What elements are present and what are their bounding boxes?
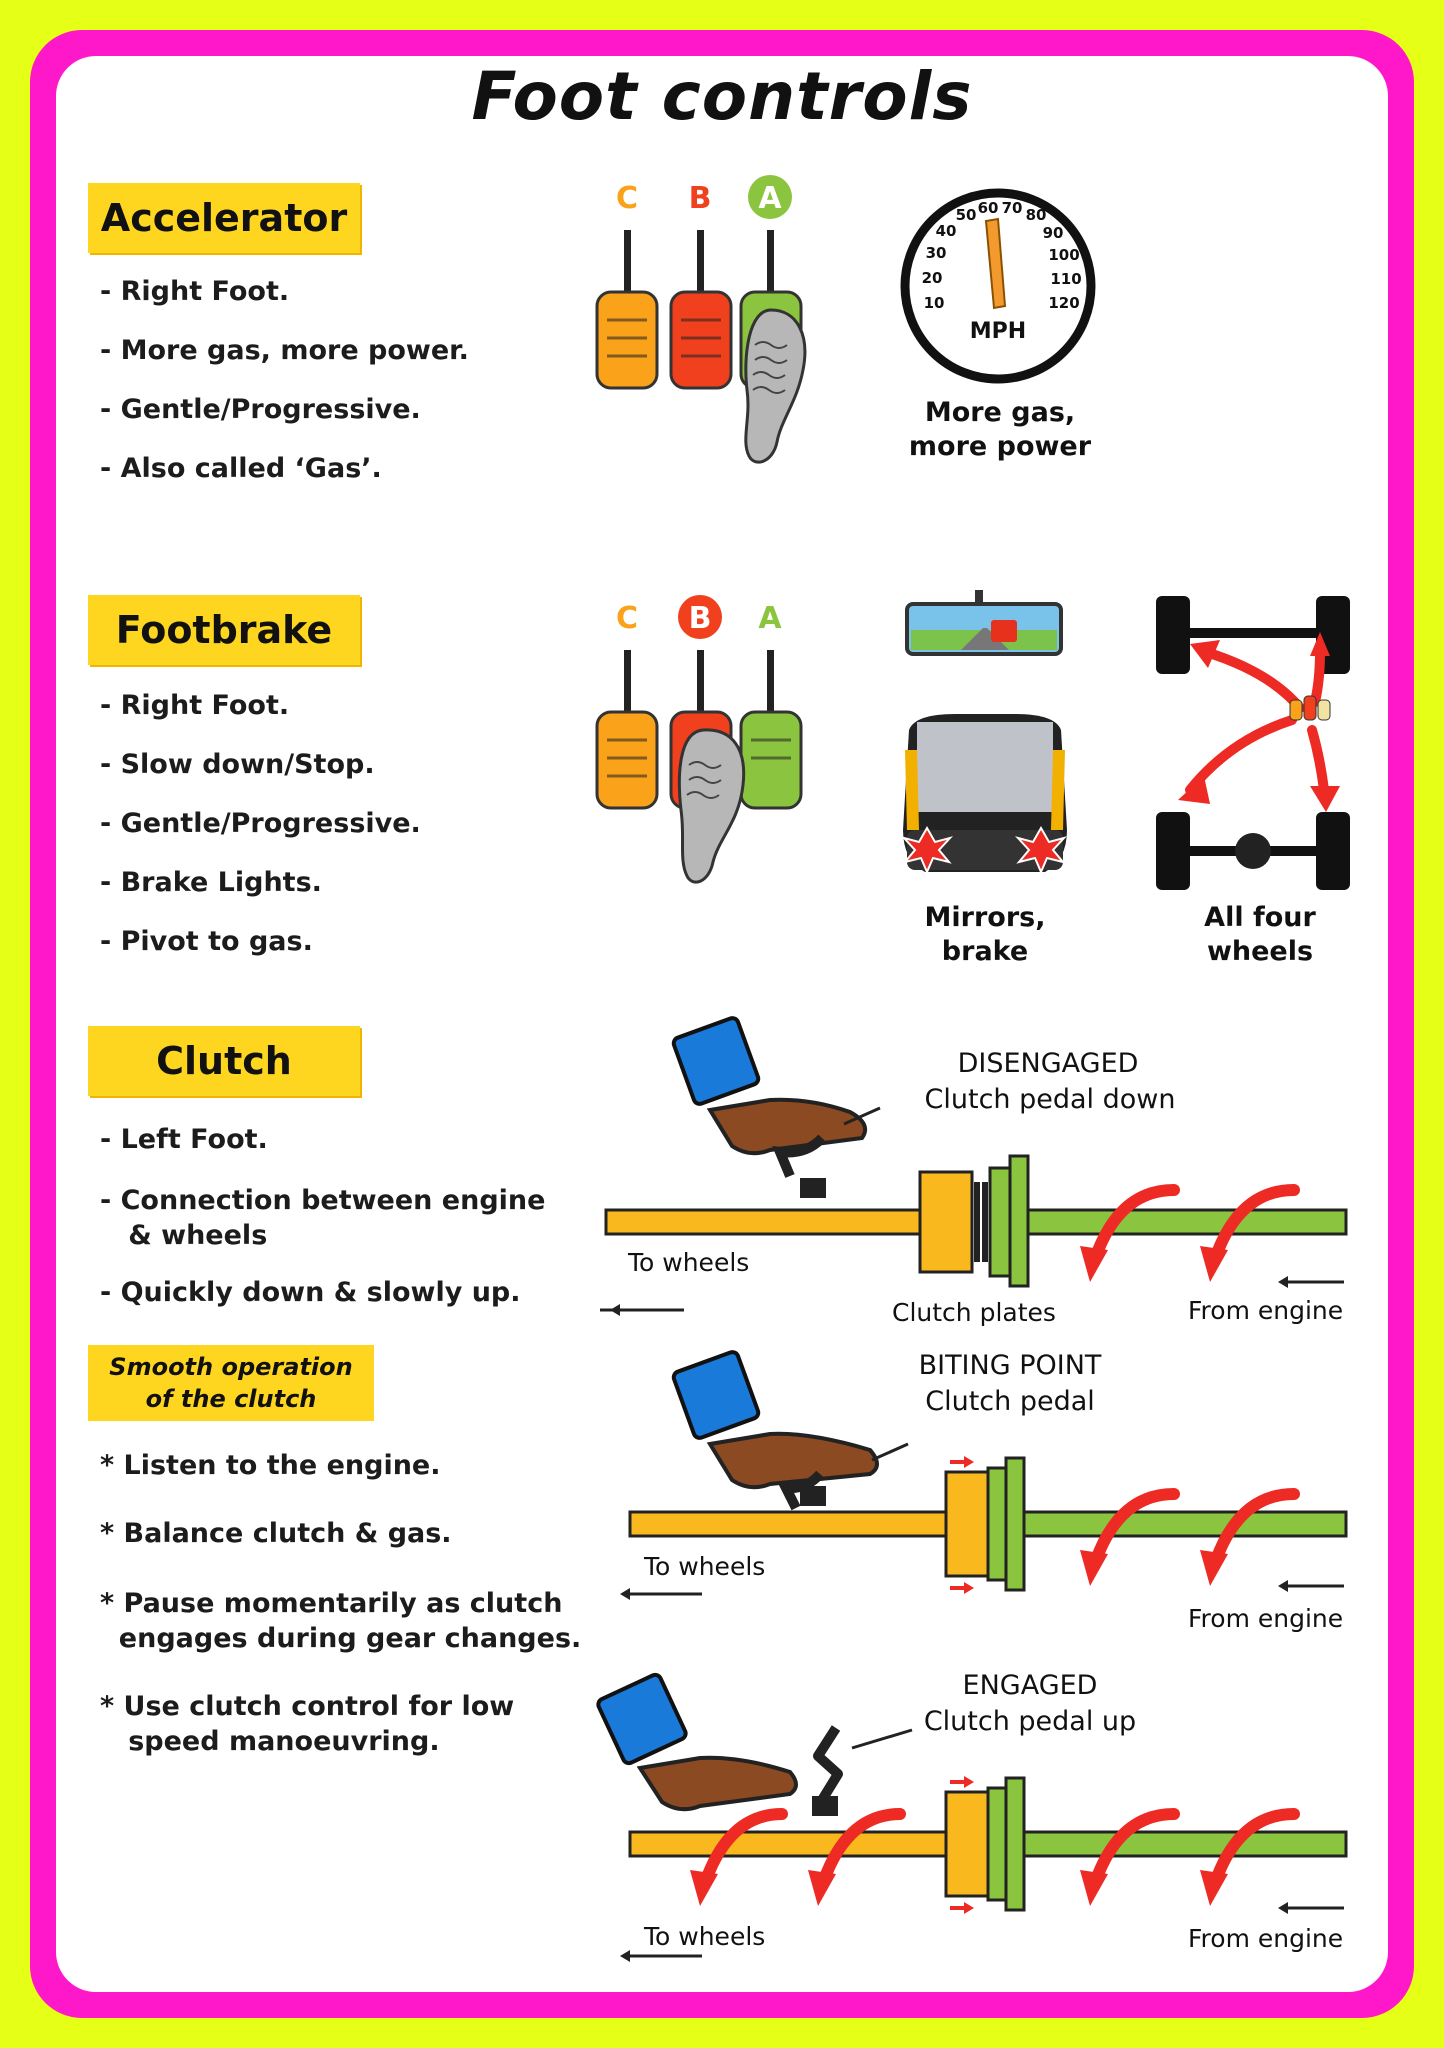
- from-engine-label: From engine: [1188, 1924, 1344, 1953]
- rear-view-mirror-icon: [905, 590, 1063, 656]
- page-title: Foot controls: [471, 58, 973, 135]
- speedo-num: 100: [1048, 246, 1079, 264]
- clutch-plates-label: Clutch plates: [892, 1298, 1056, 1327]
- accelerator-bullet: - More gas, more power.: [100, 335, 469, 366]
- smooth-bullet: * Use clutch control for low speed manoe…: [100, 1691, 515, 1757]
- clutch-heading-text: Clutch: [156, 1039, 292, 1083]
- speedometer-icon: 10 20 30 40 50 60 70 80 90 100 110 120 M…: [900, 188, 1096, 384]
- speedo-unit: MPH: [970, 319, 1026, 344]
- pedal-letter-b: B: [689, 601, 712, 636]
- footbrake-bullet: - Brake Lights.: [100, 867, 322, 898]
- footbrake-bullets: - Right Foot. - Slow down/Stop. - Gentle…: [100, 690, 421, 985]
- footbrake-bullet: - Pivot to gas.: [100, 926, 313, 957]
- speedo-num: 90: [1043, 224, 1064, 242]
- speedo-num: 110: [1050, 270, 1081, 288]
- speedo-num: 10: [924, 294, 945, 312]
- clutch-bullet: - Quickly down & slowly up.: [100, 1277, 521, 1308]
- car-rear-brake-lights-icon: [900, 714, 1068, 875]
- engaged-sub: Clutch pedal up: [923, 1706, 1137, 1737]
- mirrors-brake-caption: Mirrors, brake: [924, 902, 1046, 967]
- smooth-operation-bullets: * Listen to the engine. * Balance clutch…: [100, 1450, 581, 1769]
- to-wheels-label: To wheels: [644, 1552, 766, 1581]
- clutch-heading: Clutch: [88, 1026, 360, 1096]
- footbrake-bullet: - Gentle/Progressive.: [100, 808, 421, 839]
- speedo-num: 60: [978, 199, 999, 217]
- speedo-num: 120: [1048, 294, 1079, 312]
- to-wheels-label: To wheels: [644, 1922, 766, 1951]
- pedal-letter-b: B: [689, 181, 712, 216]
- speedo-num: 80: [1026, 206, 1047, 224]
- accelerator-bullet: - Gentle/Progressive.: [100, 394, 421, 425]
- accelerator-caption: More gas, more power: [908, 397, 1092, 462]
- accelerator-pedals-illustration: C B A: [595, 175, 807, 464]
- footbrake-heading: Footbrake: [88, 595, 360, 665]
- smooth-operation-heading: Smooth operation of the clutch: [88, 1345, 374, 1421]
- speedo-num: 70: [1002, 199, 1023, 217]
- clutch-biting-point-diagram: [620, 1350, 1348, 1600]
- speedo-num: 40: [936, 222, 957, 240]
- clutch-bullet: - Connection between engine & wheels: [100, 1185, 546, 1251]
- pedal-letter-c: C: [616, 601, 638, 636]
- to-wheels-label: To wheels: [628, 1248, 750, 1277]
- clutch-engaged-diagram: [596, 1672, 1348, 1962]
- smooth-bullet: * Pause momentarily as clutch engages du…: [100, 1588, 582, 1654]
- footbrake-pedals-illustration: C B A: [595, 595, 803, 884]
- accelerator-bullet: - Also called ‘Gas’.: [100, 453, 382, 484]
- biting-point-sub: Clutch pedal: [925, 1386, 1095, 1417]
- pedal-letter-c: C: [616, 181, 638, 216]
- speedo-num: 30: [926, 244, 947, 262]
- speedo-num: 20: [922, 269, 943, 287]
- accelerator-heading: Accelerator: [88, 183, 360, 253]
- clutch-bullets: - Left Foot. - Connection between engine…: [100, 1124, 545, 1336]
- from-engine-label: From engine: [1188, 1604, 1344, 1633]
- smooth-bullet: * Balance clutch & gas.: [100, 1518, 452, 1549]
- shoe-sole-icon: [744, 308, 807, 464]
- speedo-num: 50: [956, 206, 977, 224]
- accelerator-heading-text: Accelerator: [100, 196, 348, 240]
- clutch-bullet: - Left Foot.: [100, 1124, 268, 1155]
- accelerator-bullet: - Right Foot.: [100, 276, 290, 307]
- disengaged-title: DISENGAGED: [957, 1048, 1139, 1079]
- shoe-sole-icon: [677, 728, 746, 884]
- pedal-letter-a: A: [758, 601, 782, 636]
- footbrake-bullet: - Slow down/Stop.: [100, 749, 375, 780]
- four-wheels-icon: [1156, 596, 1350, 890]
- engaged-title: ENGAGED: [962, 1670, 1098, 1701]
- footbrake-bullet: - Right Foot.: [100, 690, 290, 721]
- all-four-wheels-caption: All four wheels: [1204, 902, 1316, 967]
- footbrake-heading-text: Footbrake: [115, 608, 333, 652]
- accelerator-bullets: - Right Foot. - More gas, more power. - …: [100, 276, 469, 512]
- pedal-letter-a: A: [758, 181, 782, 216]
- biting-point-title: BITING POINT: [918, 1350, 1102, 1381]
- disengaged-sub: Clutch pedal down: [924, 1084, 1176, 1115]
- from-engine-label: From engine: [1188, 1296, 1344, 1325]
- clutch-disengaged-diagram: [600, 1016, 1348, 1316]
- smooth-bullet: * Listen to the engine.: [100, 1450, 441, 1481]
